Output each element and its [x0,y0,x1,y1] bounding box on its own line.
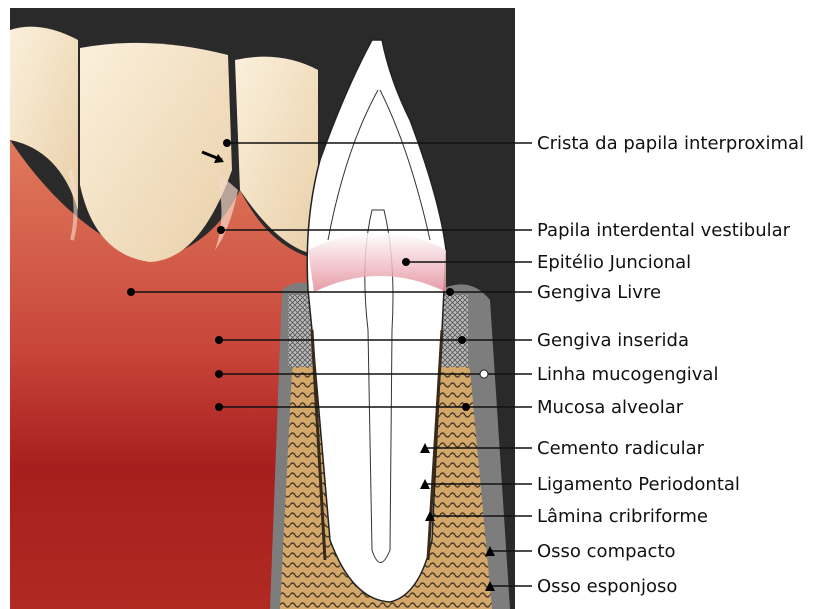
label-crista-papila: Crista da papila interproximal [537,133,804,154]
label-gengiva-inserida: Gengiva inserida [537,330,689,351]
label-epitelio-juncional: Epitélio Juncional [537,252,691,273]
label-ligamento-periodontal: Ligamento Periodontal [537,474,740,495]
label-mucosa-alveolar: Mucosa alveolar [537,397,684,418]
label-papila-vestibular: Papila interdental vestibular [537,220,791,241]
label-cemento-radicular: Cemento radicular [537,438,705,459]
label-gengiva-livre: Gengiva Livre [537,282,661,303]
label-osso-esponjoso: Osso esponjoso [537,576,677,597]
label-lamina-cribriforme: Lâmina cribriforme [537,506,708,527]
label-linha-mucogengival: Linha mucogengival [537,364,718,385]
label-osso-compacto: Osso compacto [537,541,676,562]
